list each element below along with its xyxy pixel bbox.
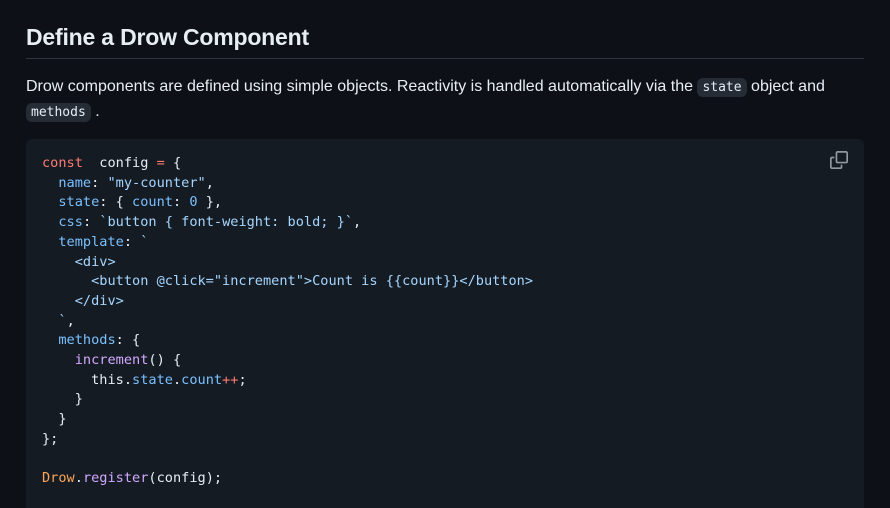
code-token: : bbox=[91, 174, 108, 191]
code-token: : { bbox=[99, 194, 133, 211]
paragraph-text-before: Drow components are defined using simple… bbox=[26, 78, 698, 95]
code-token: }; bbox=[42, 430, 59, 447]
code-token: config bbox=[99, 155, 157, 171]
code-token: methods bbox=[58, 332, 116, 349]
code-line: const config = { bbox=[42, 154, 533, 174]
code-line: }; bbox=[42, 430, 533, 450]
code-line: <button @click="increment">Count is {{co… bbox=[42, 272, 533, 292]
code-token bbox=[42, 175, 58, 191]
code-token: css bbox=[58, 214, 83, 231]
code-token: template bbox=[58, 233, 124, 250]
paragraph-text-middle: object and bbox=[746, 78, 825, 95]
code-line: template: ` bbox=[42, 233, 533, 253]
code-token: "my-counter" bbox=[107, 174, 206, 191]
heading-divider bbox=[26, 58, 864, 59]
code-line: css: `button { font-weight: bold; }`, bbox=[42, 213, 533, 233]
code-token: , bbox=[205, 174, 214, 191]
page-heading: Define a Drow Component bbox=[26, 24, 309, 50]
code-token: . bbox=[74, 470, 83, 487]
code-token: ++ bbox=[222, 371, 239, 388]
copy-button[interactable] bbox=[830, 151, 850, 171]
code-token: register bbox=[82, 470, 149, 487]
code-token: count bbox=[132, 194, 173, 211]
code-token: : bbox=[123, 233, 141, 250]
code-token: ` bbox=[42, 312, 67, 329]
code-token bbox=[42, 352, 75, 368]
code-token bbox=[83, 155, 99, 171]
code-token: increment bbox=[74, 352, 149, 369]
code-token: state bbox=[132, 371, 173, 388]
code-token: name bbox=[58, 174, 92, 191]
code-token: `button { font-weight: bold; }` bbox=[99, 214, 354, 231]
code-token: ; bbox=[238, 371, 247, 388]
code-line: increment() { bbox=[42, 351, 533, 371]
code-token bbox=[42, 194, 58, 210]
code-line bbox=[42, 450, 533, 470]
code-token: <div> bbox=[42, 253, 116, 270]
code-line: `, bbox=[42, 312, 533, 332]
code-token bbox=[42, 234, 58, 250]
code-token: count bbox=[181, 371, 223, 388]
code-token bbox=[42, 332, 58, 348]
code-token: }, bbox=[197, 194, 223, 211]
code-token: = bbox=[156, 155, 165, 171]
inline-code-state: state bbox=[697, 78, 747, 97]
inline-code-methods: methods bbox=[26, 103, 91, 122]
code-line: <div> bbox=[42, 253, 533, 273]
code-line: </div> bbox=[42, 292, 533, 312]
code-line: this.state.count++; bbox=[42, 371, 533, 391]
code-token: { bbox=[164, 155, 182, 171]
code-token: } bbox=[42, 391, 83, 408]
code-line: state: { count: 0 }, bbox=[42, 193, 533, 213]
code-token: : bbox=[172, 194, 190, 211]
code-line: } bbox=[42, 390, 533, 410]
code-token: Drow bbox=[42, 470, 75, 487]
code-block[interactable]: const config = { name: "my-counter", sta… bbox=[26, 139, 864, 508]
code-line: name: "my-counter", bbox=[42, 174, 533, 194]
code-content[interactable]: const config = { name: "my-counter", sta… bbox=[42, 154, 533, 489]
code-token: : bbox=[82, 214, 100, 231]
code-token: , bbox=[353, 214, 362, 231]
code-token: this. bbox=[42, 371, 133, 388]
code-token: () { bbox=[148, 352, 182, 369]
code-token: 0 bbox=[189, 194, 198, 211]
code-token: . bbox=[172, 371, 182, 388]
paragraph-text-after: . bbox=[90, 103, 100, 120]
code-token: </div> bbox=[42, 292, 124, 309]
code-line: } bbox=[42, 410, 533, 430]
code-token bbox=[42, 214, 58, 230]
code-token: , bbox=[66, 312, 75, 329]
code-line: methods: { bbox=[42, 331, 533, 351]
code-token: ` bbox=[140, 233, 149, 250]
code-token: : { bbox=[115, 332, 141, 349]
code-token: } bbox=[42, 411, 67, 428]
code-token: <button @click="increment">Count is {{co… bbox=[42, 273, 534, 290]
code-token: (config); bbox=[148, 470, 223, 487]
code-line: Drow.register(config); bbox=[42, 469, 533, 489]
description-paragraph: Drow components are defined using simple… bbox=[26, 75, 876, 125]
copy-icon bbox=[830, 151, 848, 169]
code-token: state bbox=[58, 194, 100, 211]
code-token: const bbox=[42, 155, 83, 171]
